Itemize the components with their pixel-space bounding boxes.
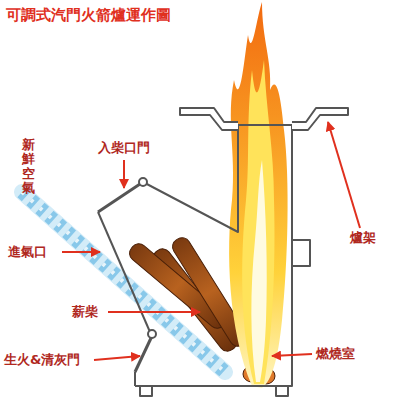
stove-outline [98, 108, 348, 396]
part-label: 薪柴 [72, 304, 98, 320]
part-label: 爐架 [350, 230, 376, 246]
diagram-title: 可調式汽門火箭爐運作圖 [6, 6, 171, 24]
part-label: 入柴口門 [98, 140, 150, 156]
part-label: 燃燒室 [316, 346, 355, 362]
part-label: 進氣口 [8, 244, 47, 260]
part-label: 新鮮空氣 [22, 138, 35, 195]
leader-arrows [62, 122, 360, 360]
part-label: 生火&清灰門 [4, 352, 80, 368]
